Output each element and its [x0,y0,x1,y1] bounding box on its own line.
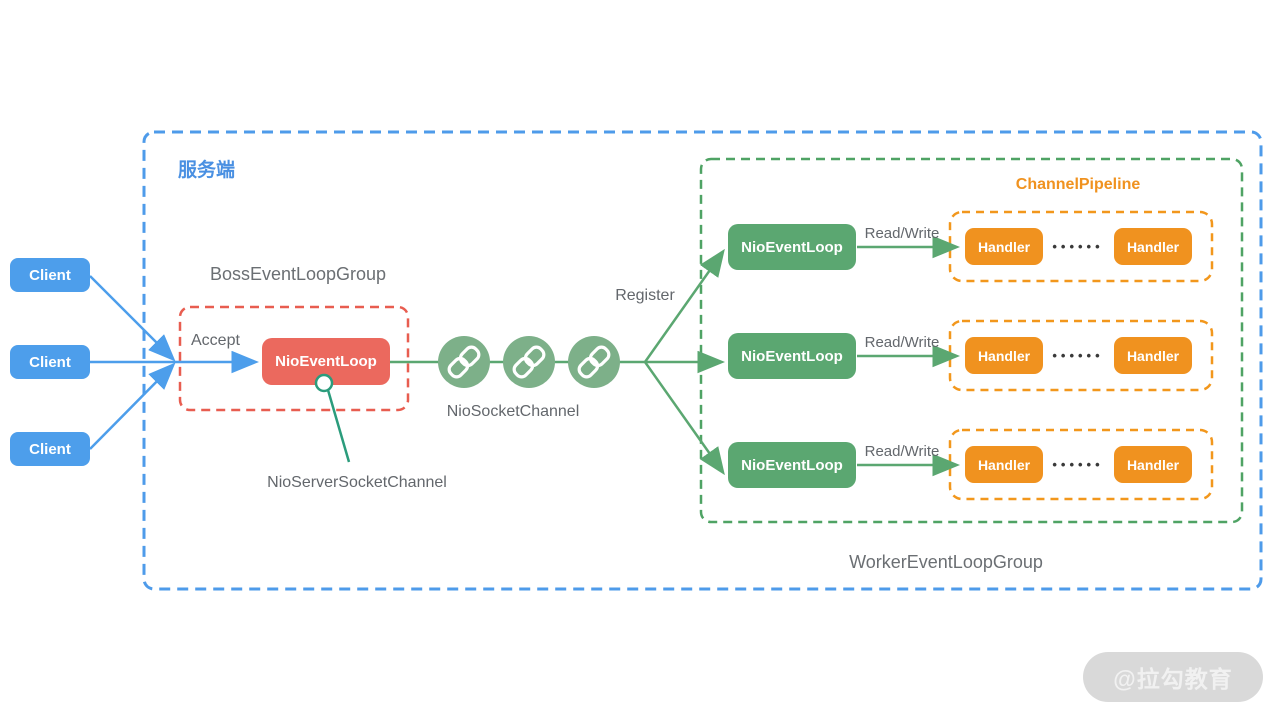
register-arrow-3 [643,361,725,476]
socket-channel-label: NioSocketChannel [446,403,580,420]
accept-label: Accept [191,332,240,349]
register-label: Register [615,287,675,304]
client-box-3: Client [10,432,90,466]
client-box-2: Client [10,345,90,379]
channel-pipeline-title: ChannelPipeline [1015,176,1141,193]
register-arrow-1 [643,248,725,363]
read-write-label-3: Read/Write [864,443,940,460]
handler-box-2b: Handler [1114,337,1192,374]
worker-nio-event-loop-1: NioEventLoop [728,224,856,270]
server-socket-channel-label: NioServerSocketChannel [267,474,447,491]
chain-link-icon [447,345,481,379]
boss-group-title: BossEventLoopGroup [209,264,387,284]
client-arrow-1 [89,275,176,362]
channel-pipeline-border-3 [948,428,1214,501]
boss-nio-event-loop: NioEventLoop [262,338,390,385]
read-write-label-2: Read/Write [864,334,940,351]
handler-box-1b: Handler [1114,228,1192,265]
worker-group-title: WorkerEventLoopGroup [849,552,1043,572]
handler-box-3a: Handler [965,446,1043,483]
client-arrow-3 [89,362,176,450]
handler-ellipsis-2: •••••• [1052,348,1104,363]
server-box-label: 服务端 [178,160,236,181]
handler-box-2a: Handler [965,337,1043,374]
worker-nio-event-loop-3: NioEventLoop [728,442,856,488]
read-write-label-1: Read/Write [864,225,940,242]
handler-box-3b: Handler [1114,446,1192,483]
chain-link-icon [512,345,546,379]
handler-box-1a: Handler [965,228,1043,265]
channel-pipeline-border-2 [948,319,1214,392]
handler-ellipsis-3: •••••• [1052,457,1104,472]
boss-group-border [178,305,410,412]
socket-channel-chain [438,336,620,388]
worker-nio-event-loop-2: NioEventLoop [728,333,856,379]
chain-link-icon [577,345,611,379]
handler-ellipsis-1: •••••• [1052,239,1104,254]
server-group-border [142,130,1263,591]
worker-group-border [699,157,1244,524]
client-box-1: Client [10,258,90,292]
channel-pipeline-border-1 [948,210,1214,283]
watermark-badge: @拉勾教育 [1083,652,1263,702]
